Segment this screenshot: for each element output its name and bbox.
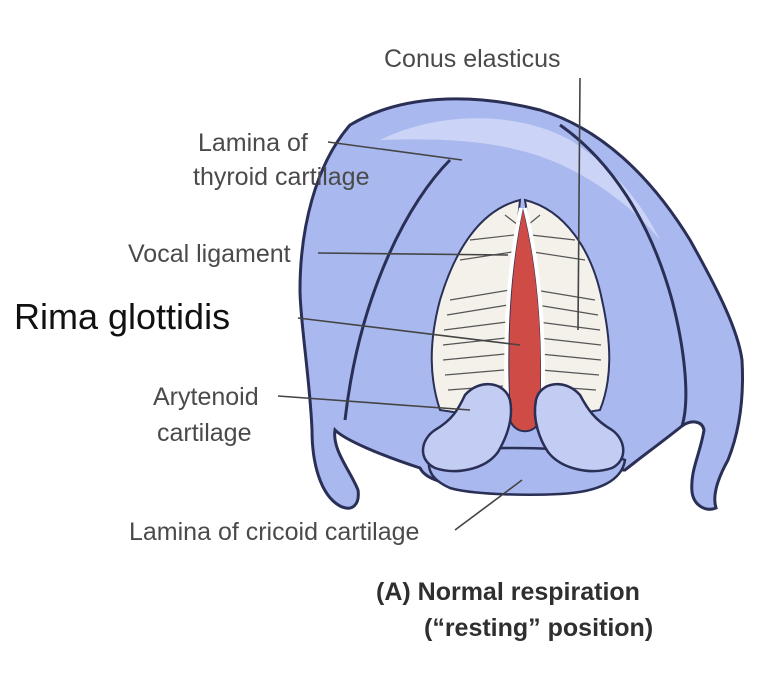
label-vocal-ligament: Vocal ligament	[128, 240, 291, 268]
thyroid-inner-rim-right	[559, 123, 688, 427]
leader-vocal-ligament	[317, 252, 509, 256]
caption-line1: (A) Normal respiration	[376, 578, 640, 606]
vocal-ligament-left	[504, 207, 523, 421]
label-rima-glottidis: Rima glottidis	[14, 296, 231, 337]
leader-rima-glottidis	[297, 317, 521, 346]
label-lamina-thyroid-line2: thyroid cartilage	[193, 163, 370, 191]
thyroid-highlight	[380, 118, 660, 240]
leader-conus-elasticus	[577, 77, 581, 331]
thyroid-inner-rim	[343, 158, 452, 421]
leader-arytenoid	[277, 395, 471, 411]
label-lamina-cricoid: Lamina of cricoid cartilage	[129, 518, 420, 546]
caption-line2: (“resting” position)	[424, 614, 654, 642]
arytenoid-left	[421, 382, 513, 473]
leader-lamina-thyroid	[327, 141, 463, 161]
leader-lines	[277, 77, 581, 531]
label-lamina-thyroid-line1: Lamina of	[198, 129, 308, 157]
label-arytenoid-line2: cartilage	[157, 419, 252, 447]
label-arytenoid-line1: Arytenoid	[153, 383, 259, 411]
label-conus-elasticus: Conus elasticus	[384, 45, 561, 73]
arytenoid-right	[533, 382, 625, 473]
leader-cricoid	[454, 479, 523, 531]
